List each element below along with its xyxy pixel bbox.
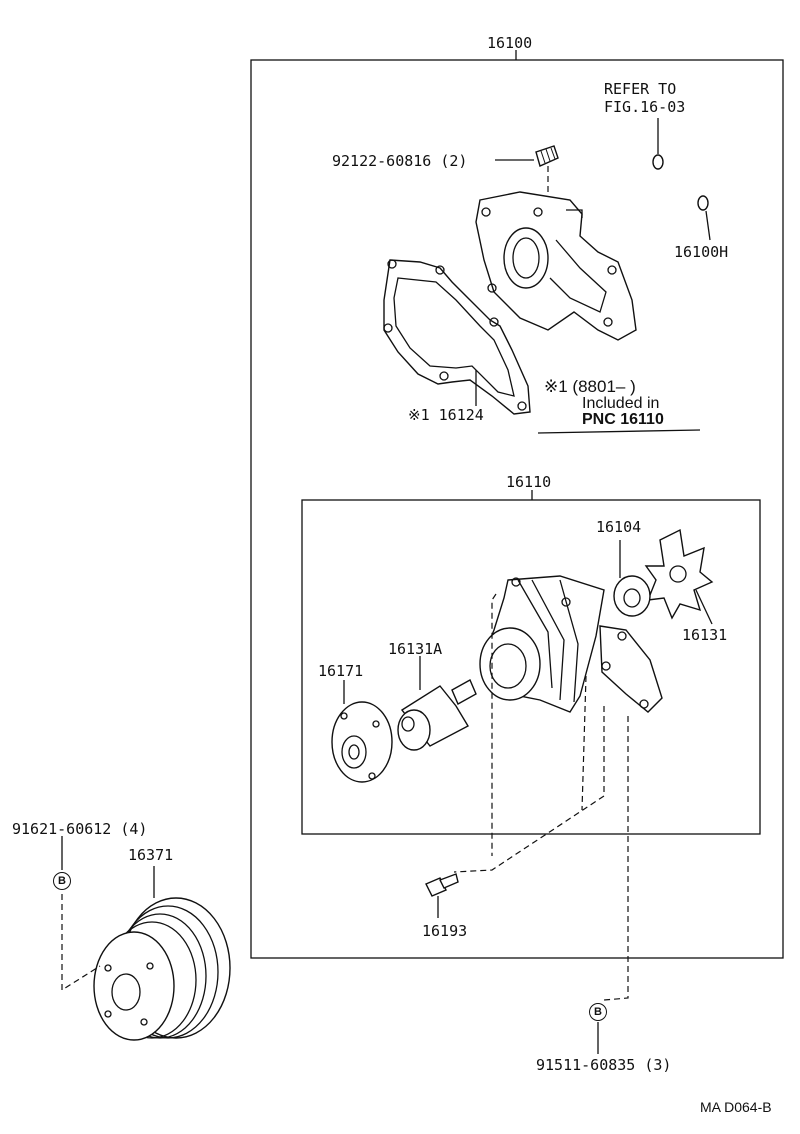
label-91621-60612: 91621-60612 (4)	[12, 820, 148, 838]
sub-assembly-16110-frame	[301, 499, 761, 835]
pump-body-part	[479, 575, 663, 713]
label-16110: 16110	[506, 473, 552, 491]
bolt-91621-dash	[61, 894, 101, 992]
label-16124: ※1 16124	[408, 406, 484, 424]
label-16100: 16100	[487, 34, 533, 52]
note-underline	[537, 429, 701, 434]
label-16131: 16131	[682, 626, 728, 644]
o-ring-16100h	[697, 195, 709, 211]
pulley-16371-part	[93, 866, 231, 1041]
gasket-16124-part	[383, 259, 531, 415]
label-91511-60835: 91511-60835 (3)	[536, 1056, 672, 1074]
label-16104: 16104	[596, 518, 642, 536]
label-92122-60816: 92122-60816 (2)	[332, 152, 468, 170]
label-16100h: 16100H	[674, 243, 729, 261]
label-refer-to: REFER TO	[604, 80, 677, 98]
label-ref-code: MA D064-B	[700, 1099, 772, 1115]
o-ring-refer	[652, 154, 664, 170]
flange-16171-part	[331, 680, 393, 783]
label-note-included: Included in	[582, 395, 660, 412]
label-note-pnc: PNC 16110	[582, 411, 664, 428]
stud-92122-part	[495, 145, 559, 198]
seat-16104-part	[613, 540, 651, 617]
dash-a	[491, 593, 497, 856]
label-note-8801: ※1 (8801– )	[544, 377, 636, 396]
label-16131a: 16131A	[388, 640, 443, 658]
badge-b-left: B	[53, 872, 71, 890]
label-16193: 16193	[422, 922, 468, 940]
label-16171: 16171	[318, 662, 364, 680]
badge-b-bottom: B	[589, 1003, 607, 1021]
bolt-16193-part	[425, 873, 459, 918]
label-refer-fig: FIG.16-03	[604, 98, 686, 116]
dash-c	[453, 706, 605, 873]
impeller-16131-part	[644, 528, 714, 625]
dash-b	[581, 675, 587, 811]
shaft-16131a-part	[397, 656, 477, 751]
dash-d	[603, 716, 629, 1001]
assembly-16100-frame	[250, 59, 784, 959]
label-16371: 16371	[128, 846, 174, 864]
housing-plate-part	[475, 191, 637, 341]
